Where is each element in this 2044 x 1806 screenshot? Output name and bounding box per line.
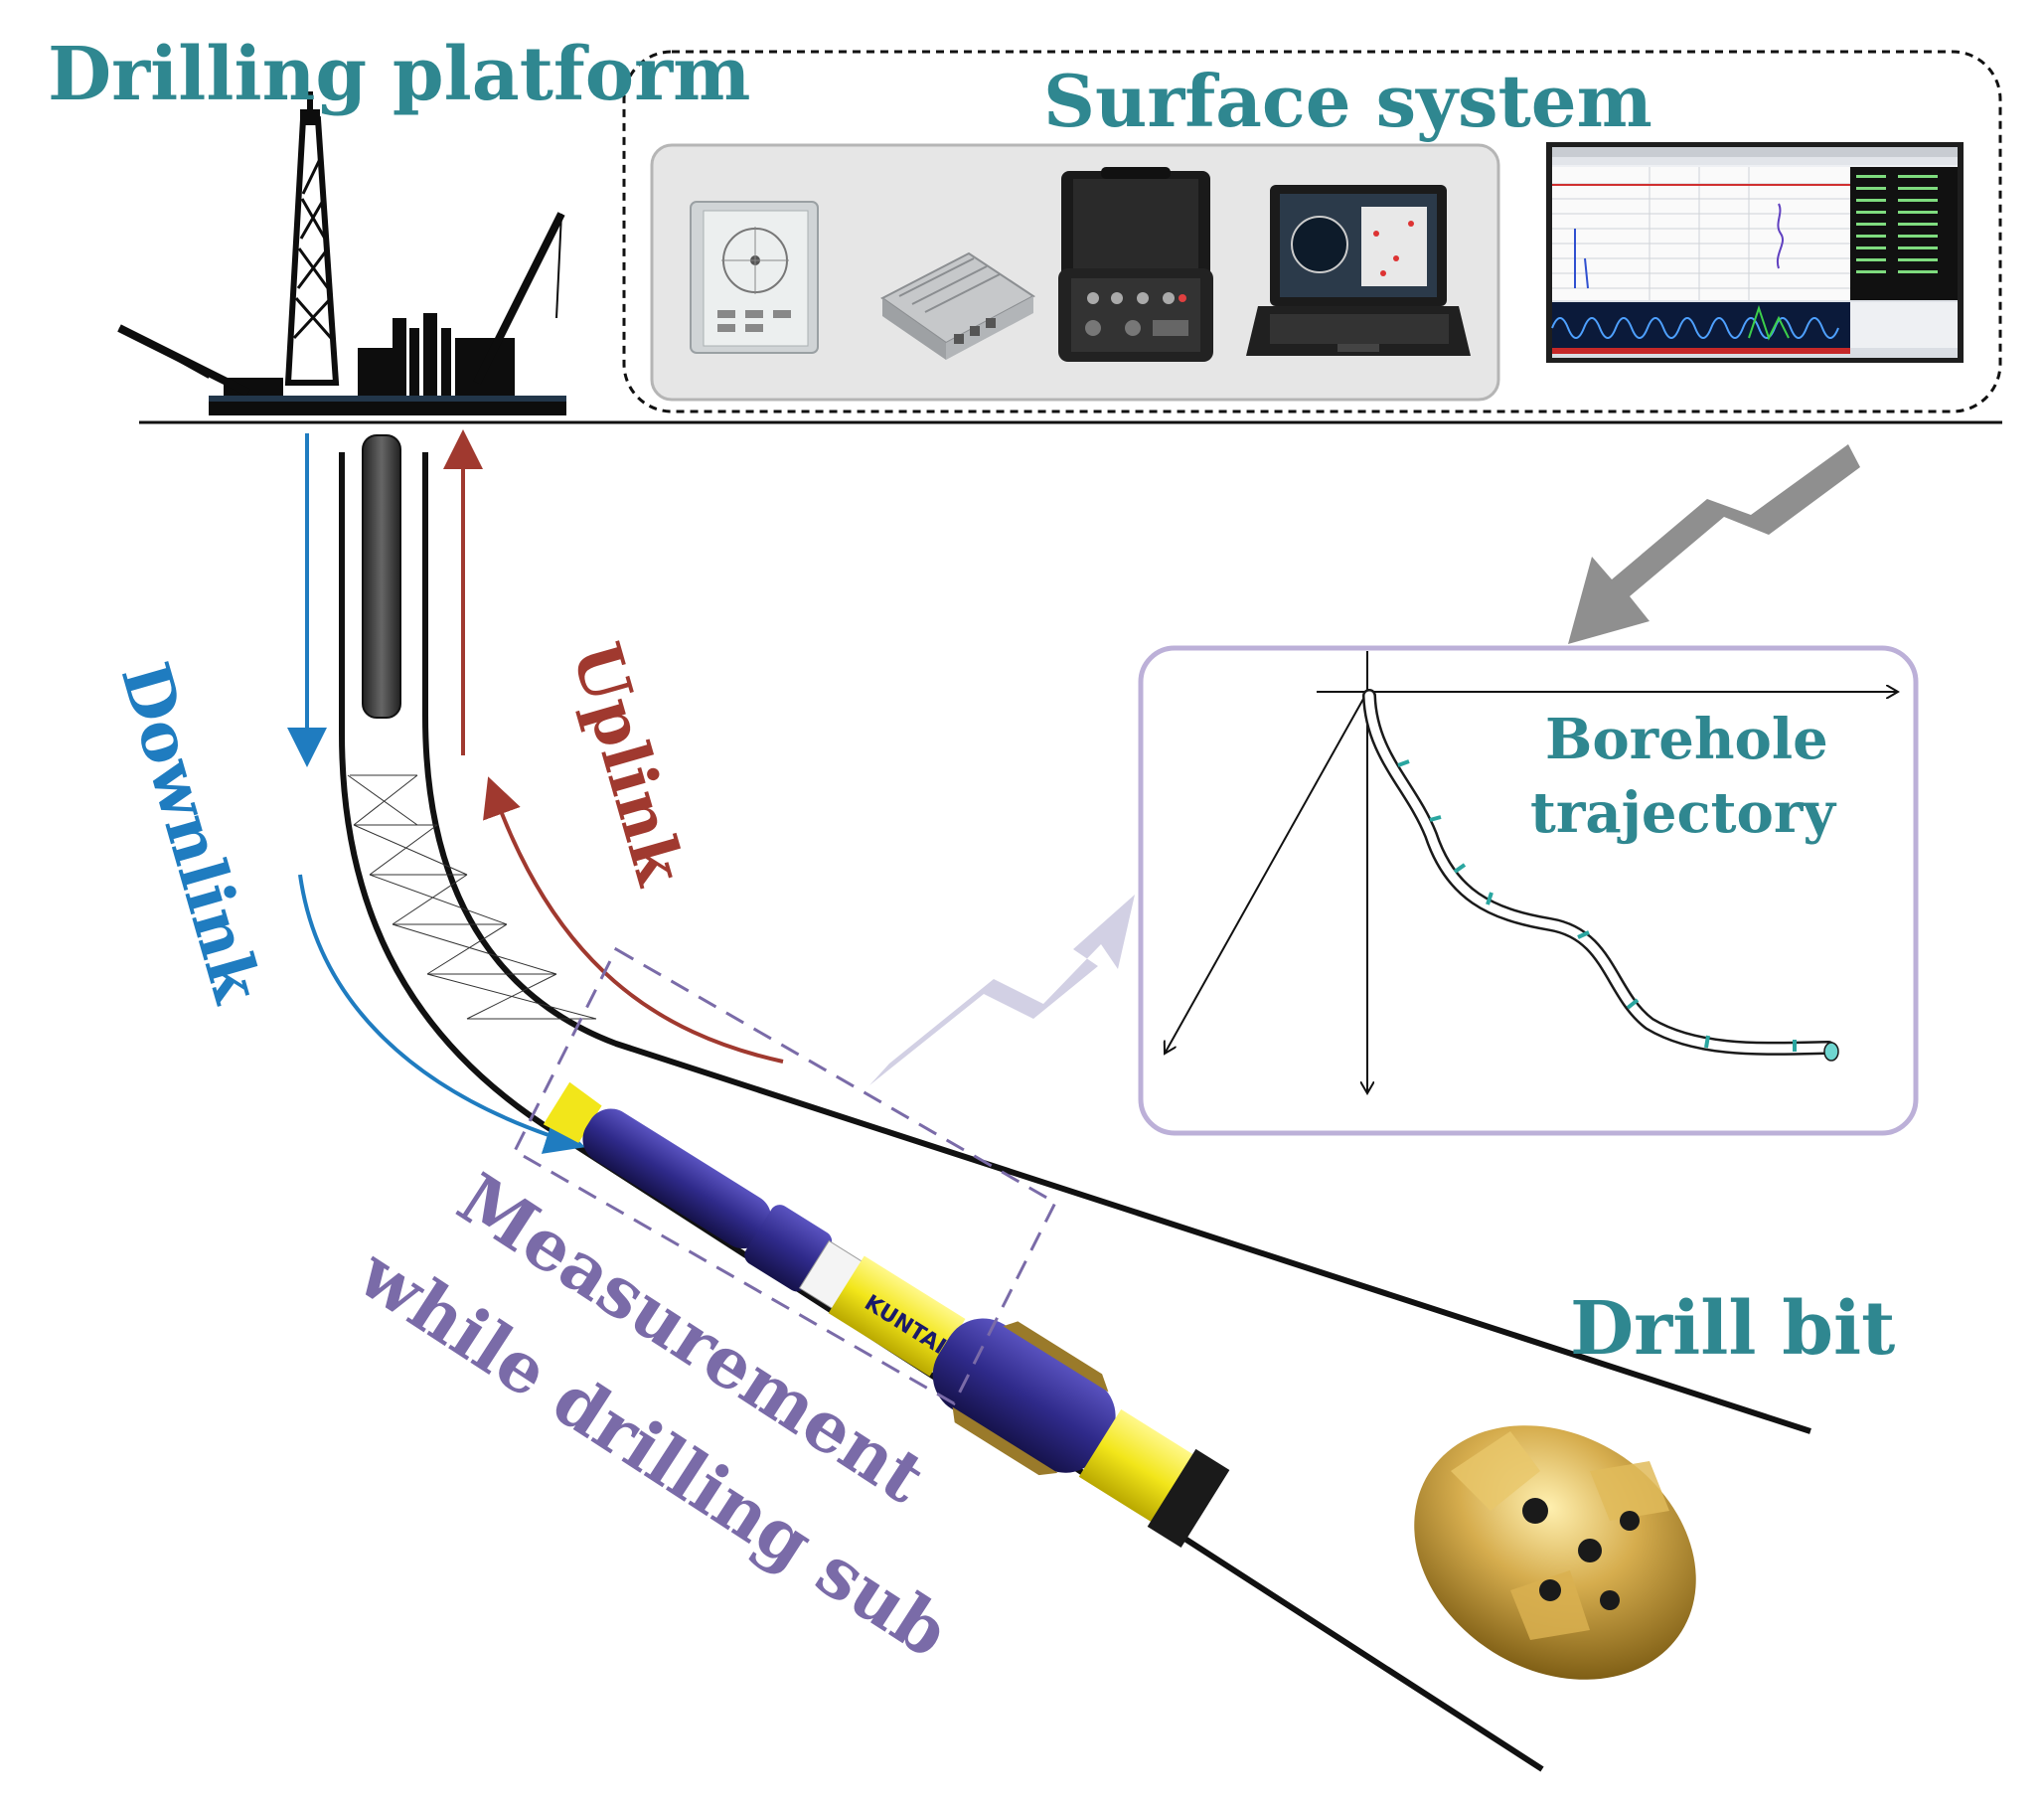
field-case-controller-icon bbox=[1058, 167, 1213, 362]
oil-rig-silhouette bbox=[117, 91, 566, 415]
downlink-curved-arrow bbox=[298, 874, 586, 1154]
surface-to-trajectory-arrow bbox=[1568, 444, 1860, 644]
borehole-trajectory-label-line2: trajectory bbox=[1530, 780, 1835, 846]
drill-pipe bbox=[362, 434, 401, 719]
wall-sensor-box-icon bbox=[690, 201, 819, 354]
trajectory-curve bbox=[1362, 689, 1839, 1062]
mwd-to-trajectory-arrow bbox=[869, 895, 1135, 1085]
monitor-software-window-icon bbox=[1546, 142, 1964, 363]
surface-system-label: Surface system bbox=[1043, 59, 1652, 143]
borehole-trajectory-label-line1: Borehole bbox=[1545, 707, 1828, 772]
drill-bit bbox=[1414, 1425, 1696, 1680]
casing-hatch bbox=[347, 774, 597, 1020]
drill-bit-label: Drill bit bbox=[1570, 1286, 1896, 1372]
drilling-platform-label: Drilling platform bbox=[48, 32, 751, 117]
borehole-walls bbox=[339, 452, 1811, 1772]
signal-module-icon bbox=[880, 251, 1035, 360]
mwd-sub-dashed-box bbox=[513, 946, 1057, 1406]
surface-system-frame bbox=[622, 50, 2002, 413]
uplink-curved-arrow bbox=[483, 776, 784, 1064]
laptop-icon bbox=[1246, 185, 1471, 356]
borehole-trajectory-panel bbox=[1138, 645, 1919, 1136]
